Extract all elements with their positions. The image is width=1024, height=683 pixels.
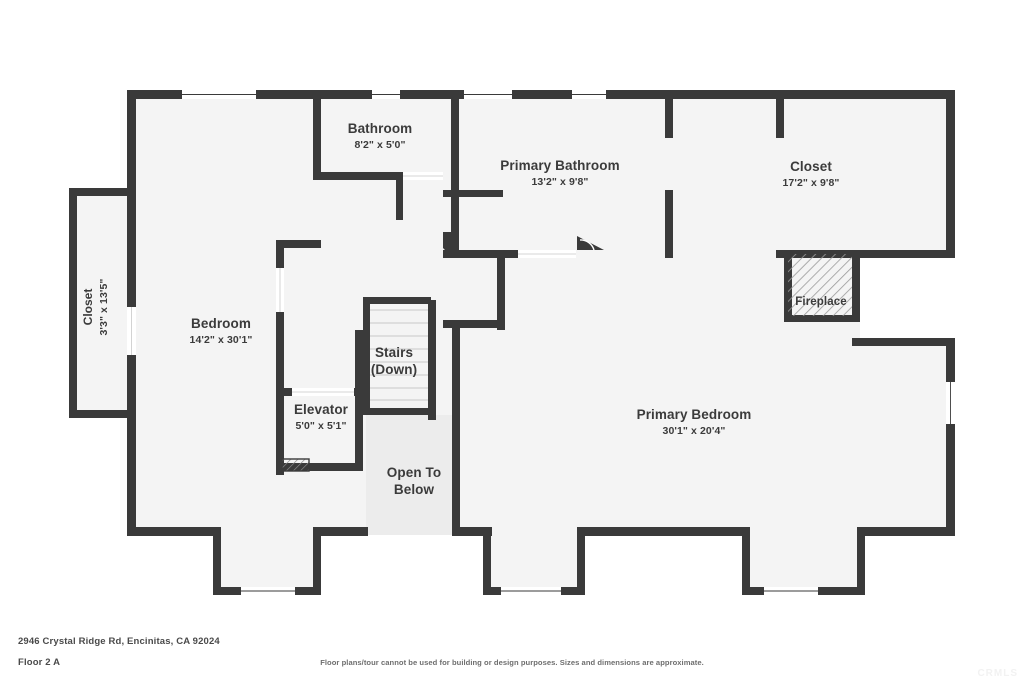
feature-label-stairs-line1: Stairs bbox=[375, 345, 413, 360]
wall-primary-bed-top-right bbox=[852, 338, 955, 346]
room-label-primary-bathroom-dims: 13'2" x 9'8" bbox=[531, 176, 588, 188]
room-label-bathroom-name: Bathroom bbox=[348, 121, 413, 136]
wall-bay1-right bbox=[313, 527, 321, 595]
feature-label-open-to-below-line1: Open To bbox=[387, 465, 441, 480]
room-label-closet-right-dims: 17'2" x 9'8" bbox=[782, 177, 839, 189]
elevator-hatch bbox=[281, 458, 310, 472]
closet-left-floor bbox=[69, 188, 129, 418]
wall-elevator-right bbox=[355, 330, 363, 471]
wall-closet-bottom bbox=[776, 250, 955, 258]
wall-hall-stub bbox=[396, 180, 403, 220]
wall-open-below-right bbox=[452, 328, 460, 535]
wall-bottom-a bbox=[127, 527, 221, 536]
wall-hall-horiz-a bbox=[276, 240, 321, 248]
wall-bay3-left bbox=[742, 527, 750, 595]
room-label-closet-left-dims: 3'3" x 13'5" bbox=[98, 278, 110, 335]
wall-closet-left-top bbox=[69, 188, 129, 196]
window-bay2 bbox=[497, 587, 565, 595]
crmls-watermark: CRMLS bbox=[977, 668, 1018, 679]
wall-bottom-c bbox=[452, 527, 492, 536]
wall-bottom-d bbox=[577, 527, 750, 536]
room-label-elevator-dims: 5'0" x 5'1" bbox=[295, 420, 346, 432]
wall-bath-angle bbox=[443, 232, 466, 258]
wall-elevator-bottom bbox=[276, 463, 361, 471]
window-top-1 bbox=[178, 90, 260, 99]
stairs-treads bbox=[370, 309, 428, 401]
wall-right-exterior-lower bbox=[946, 338, 955, 535]
room-label-closet-left-name: Closet bbox=[81, 289, 95, 326]
open-to-below-floor bbox=[366, 415, 460, 535]
window-right-vertical bbox=[946, 378, 955, 428]
room-label-closet-right-name: Closet bbox=[790, 159, 832, 174]
wall-stairs-right bbox=[428, 300, 436, 420]
wall-closet-left-bottom bbox=[69, 410, 129, 418]
room-label-primary-bathroom-name: Primary Bathroom bbox=[500, 158, 619, 173]
wall-stairs-left bbox=[363, 297, 370, 415]
wall-bay2-left bbox=[483, 527, 491, 595]
room-label-bedroom-dims: 14'2" x 30'1" bbox=[190, 334, 253, 346]
footer-floor-label: Floor 2 A bbox=[18, 657, 61, 668]
doorways bbox=[127, 172, 576, 396]
wall-bay1-left bbox=[213, 527, 221, 595]
wall-bottom-e bbox=[857, 527, 955, 536]
wall-hall-vert-a bbox=[276, 240, 284, 270]
wall-bedroom-left-lower bbox=[127, 188, 136, 535]
footer: 2946 Crystal Ridge Rd, Encinitas, CA 920… bbox=[0, 628, 1024, 683]
feature-label-open-to-below-line2: Below bbox=[394, 482, 435, 497]
wall-bath-left bbox=[451, 180, 459, 258]
room-label-elevator-name: Elevator bbox=[294, 402, 349, 417]
wall-fireplace-bottom bbox=[784, 315, 860, 322]
window-bay1 bbox=[237, 587, 299, 595]
window-top-4 bbox=[568, 90, 610, 99]
windows bbox=[178, 90, 955, 595]
wall-hall-horiz-b bbox=[443, 320, 505, 328]
room-label-primary-bedroom-dims: 30'1" x 20'4" bbox=[663, 425, 726, 437]
room-label-primary-bedroom-name: Primary Bedroom bbox=[637, 407, 752, 422]
room-label-bathroom-dims: 8'2" x 5'0" bbox=[354, 139, 405, 151]
wall-top bbox=[127, 90, 955, 99]
wall-bathroom-bottom bbox=[313, 172, 443, 180]
room-labels: Bathroom 8'2" x 5'0" Primary Bathroom 13… bbox=[81, 121, 839, 437]
wall-bath-closet-stub-top bbox=[665, 90, 673, 138]
window-top-2 bbox=[368, 90, 404, 99]
wall-hall-vert-c bbox=[497, 250, 505, 330]
footer-address: 2946 Crystal Ridge Rd, Encinitas, CA 920… bbox=[18, 636, 220, 647]
window-top-3 bbox=[460, 90, 516, 99]
wall-closet-left-outer bbox=[69, 188, 77, 418]
fireplace-hatch bbox=[788, 254, 852, 316]
wall-stairs-top bbox=[363, 297, 431, 304]
feature-labels: Stairs (Down) Open To Below Fireplace bbox=[371, 296, 847, 497]
wall-fireplace-right bbox=[852, 250, 860, 322]
wall-bath-closet-stub-bottom bbox=[665, 190, 673, 258]
wall-stairs-bottom bbox=[363, 408, 431, 415]
door-swing-primary-bath bbox=[577, 236, 604, 251]
wall-right-upper bbox=[946, 90, 955, 258]
wall-bedroom-left-upper bbox=[127, 90, 136, 190]
wall-bottom-b bbox=[313, 527, 368, 536]
wall-bay3-right bbox=[857, 527, 865, 595]
room-label-bedroom-name: Bedroom bbox=[191, 316, 251, 331]
wall-closet-divider bbox=[776, 90, 784, 138]
wall-hall-to-bath bbox=[443, 250, 518, 258]
wall-bay2-right bbox=[577, 527, 585, 595]
window-bay3 bbox=[760, 587, 822, 595]
footer-disclaimer: Floor plans/tour cannot be used for buil… bbox=[320, 658, 704, 667]
wall-bath-interior-stub bbox=[443, 190, 503, 197]
wall-bathroom-right bbox=[451, 90, 459, 180]
feature-label-stairs-line2: (Down) bbox=[371, 362, 417, 377]
wall-bedroom-bath-divider bbox=[313, 90, 321, 180]
feature-label-fireplace: Fireplace bbox=[795, 296, 846, 308]
